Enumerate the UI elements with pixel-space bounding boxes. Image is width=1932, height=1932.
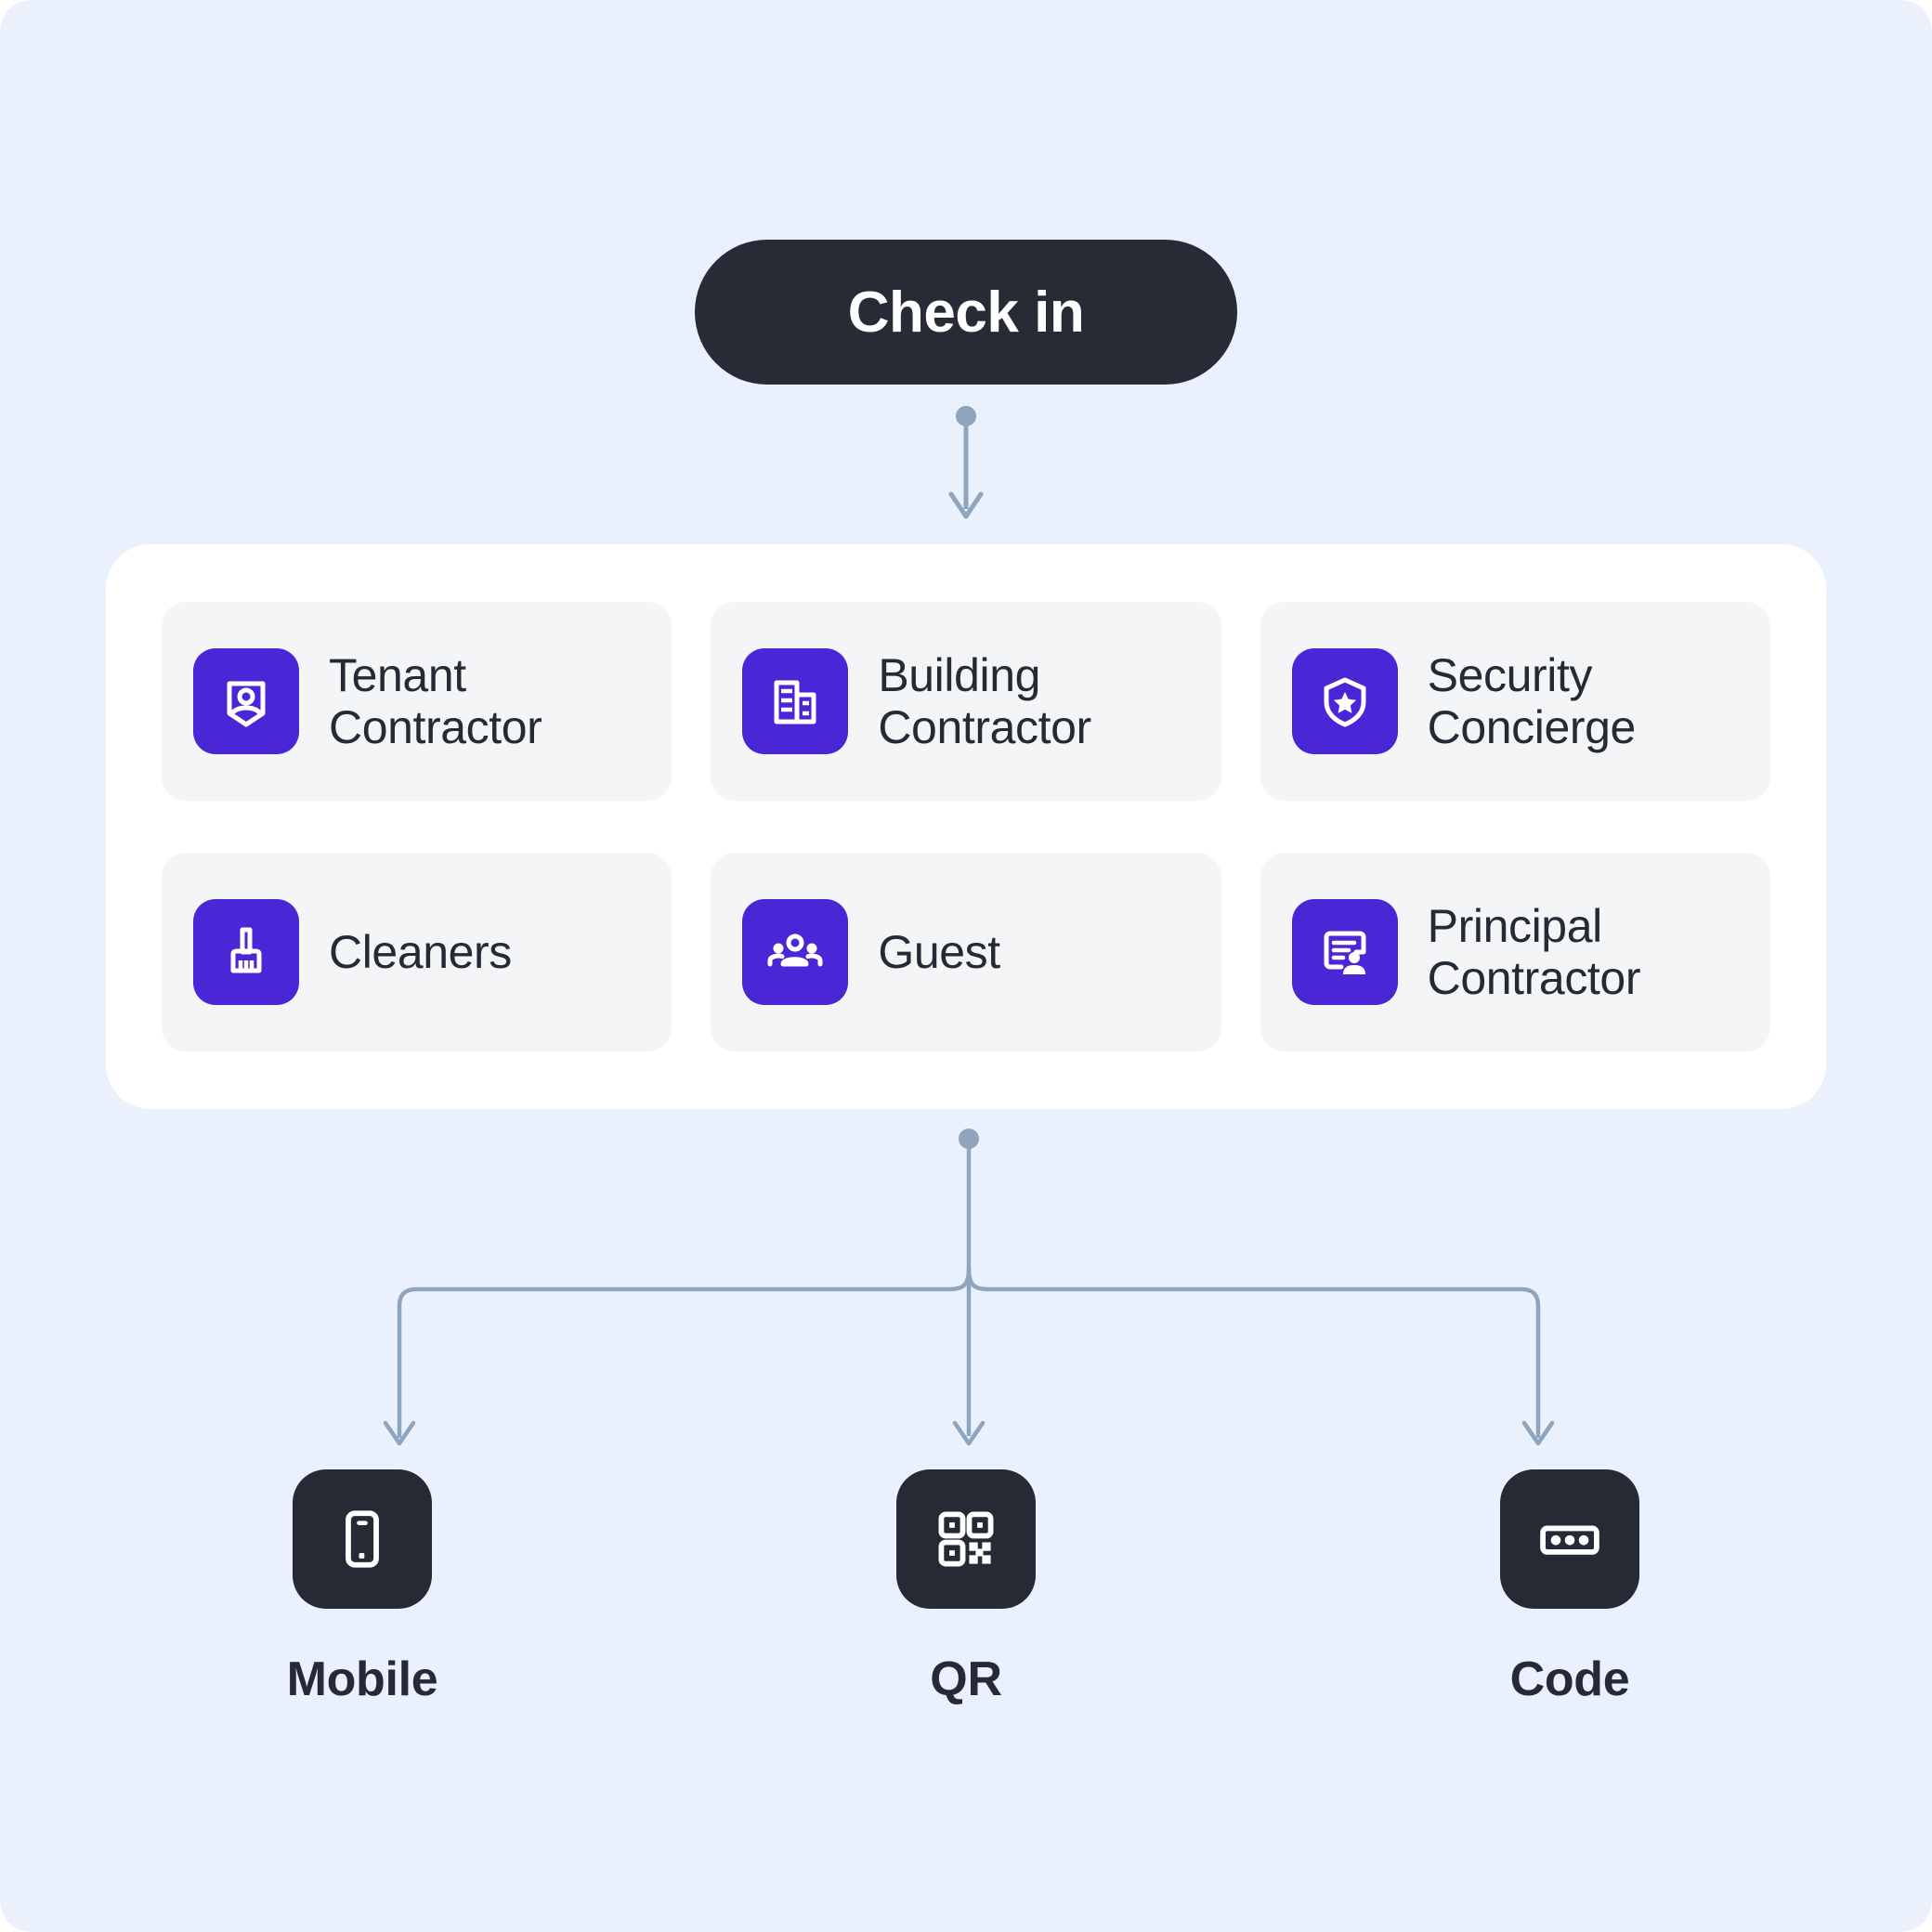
- role-card-label: Guest: [878, 926, 1000, 978]
- people-group-icon: [742, 899, 849, 1005]
- role-card-guest[interactable]: Guest: [711, 853, 1221, 1051]
- smartphone-icon: [293, 1469, 432, 1609]
- checkin-methods: Mobile QR: [223, 1469, 1709, 1707]
- role-card-cleaners[interactable]: Cleaners: [162, 853, 672, 1051]
- connector-checkin-to-roles: [948, 406, 984, 519]
- role-card-principal-contractor[interactable]: Principal Contractor: [1260, 853, 1770, 1051]
- method-label: Mobile: [286, 1652, 438, 1706]
- check-in-button[interactable]: Check in: [695, 240, 1237, 385]
- building-icon: [742, 648, 849, 754]
- tenant-portrait-icon: [193, 648, 299, 754]
- role-card-building-contractor[interactable]: Building Contractor: [711, 602, 1221, 801]
- role-card-label: Principal Contractor: [1427, 900, 1641, 1004]
- method-label: QR: [930, 1652, 1002, 1706]
- role-card-security-concierge[interactable]: Security Concierge: [1260, 602, 1770, 801]
- method-qr[interactable]: QR: [827, 1469, 1105, 1707]
- roles-panel: Tenant Contractor Building Contractor: [106, 544, 1826, 1109]
- method-label: Code: [1509, 1652, 1630, 1706]
- qr-code-icon: [896, 1469, 1036, 1609]
- broom-icon: [193, 899, 299, 1005]
- passcode-dots-icon: [1500, 1469, 1639, 1609]
- role-card-tenant-contractor[interactable]: Tenant Contractor: [162, 602, 672, 801]
- id-document-person-icon: [1291, 899, 1398, 1005]
- role-card-label: Security Concierge: [1427, 649, 1637, 753]
- shield-star-icon: [1291, 648, 1398, 754]
- connector-roles-to-methods: [383, 1129, 1555, 1446]
- role-card-label: Tenant Contractor: [329, 649, 542, 753]
- method-mobile[interactable]: Mobile: [223, 1469, 502, 1707]
- role-card-label: Cleaners: [329, 926, 512, 978]
- method-code[interactable]: Code: [1430, 1469, 1709, 1707]
- role-card-label: Building Contractor: [878, 649, 1091, 753]
